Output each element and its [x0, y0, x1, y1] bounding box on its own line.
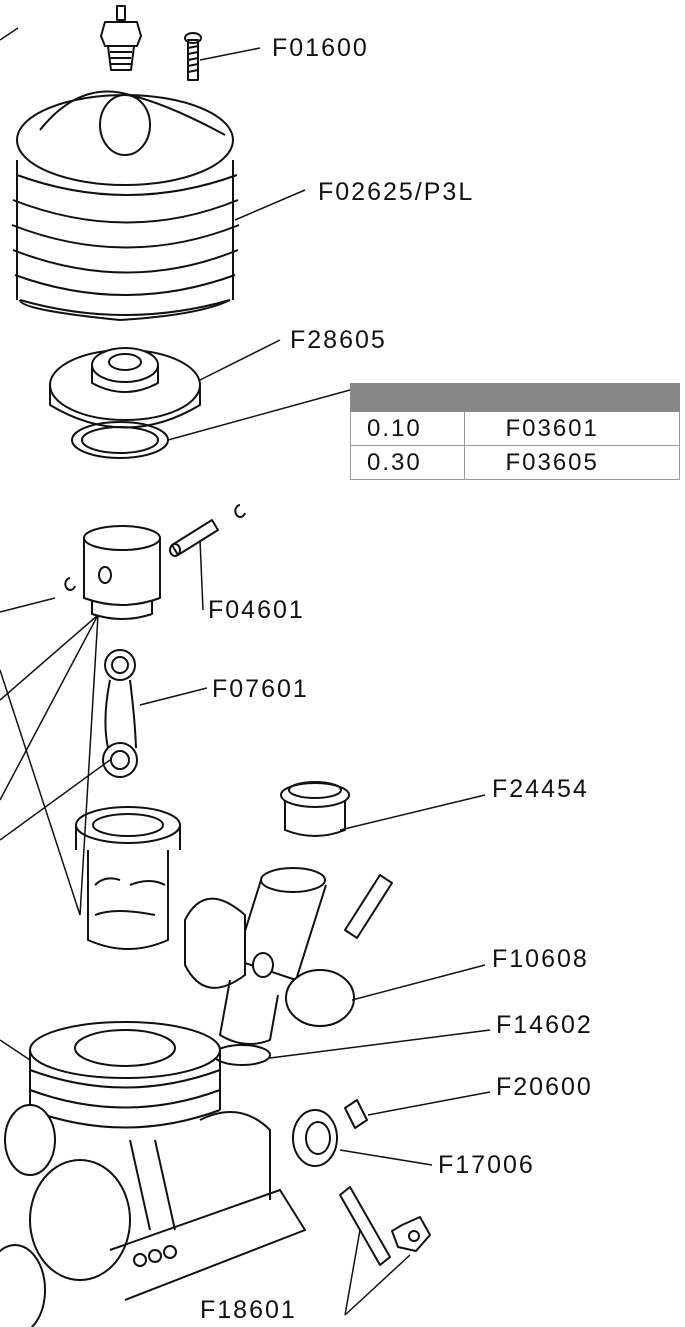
glow-plug — [100, 5, 142, 71]
label-carb: F10608 — [492, 945, 589, 973]
piston — [83, 525, 161, 620]
label-button: F28605 — [290, 326, 387, 354]
cylinder-head — [11, 90, 240, 321]
shim-table-header-cell — [464, 383, 680, 412]
crankcase — [0, 1021, 306, 1327]
head-button — [49, 347, 201, 429]
label-glow-screw: F01600 — [272, 34, 369, 62]
spacer — [344, 1099, 368, 1129]
leader-lines — [0, 27, 491, 1316]
shim-table: 0.10 F03601 0.30 F03605 — [349, 383, 680, 480]
shim-part-number: F03601 — [464, 411, 680, 446]
wrist-pin — [64, 504, 246, 591]
label-head: F02625/P3L — [318, 178, 475, 206]
carb-oring — [213, 1044, 271, 1066]
shim-thickness: 0.10 — [349, 411, 466, 446]
table-row: 0.10 F03601 — [349, 411, 680, 446]
label-bearing: F17006 — [438, 1151, 535, 1179]
label-nipple: F18601 — [200, 1296, 297, 1324]
shim-thickness: 0.30 — [349, 445, 466, 480]
label-conrod: F07601 — [212, 675, 309, 703]
table-row: 0.30 F03605 — [349, 445, 680, 480]
label-pin: F04601 — [208, 596, 305, 624]
cylinder-sleeve — [75, 806, 181, 950]
carburetor — [184, 867, 393, 1045]
shim-table-header — [349, 383, 680, 412]
label-dust-cover: F24454 — [492, 775, 589, 803]
shim-part-number: F03605 — [464, 445, 680, 480]
label-spacer: F20600 — [496, 1073, 593, 1101]
pressure-nipple — [339, 1186, 431, 1266]
shim-table-header-cell — [349, 383, 466, 412]
head-screw — [184, 32, 202, 81]
dust-cover — [280, 781, 350, 837]
rear-bearing — [292, 1109, 338, 1167]
conrod — [102, 649, 138, 778]
label-oring: F14602 — [496, 1011, 593, 1039]
